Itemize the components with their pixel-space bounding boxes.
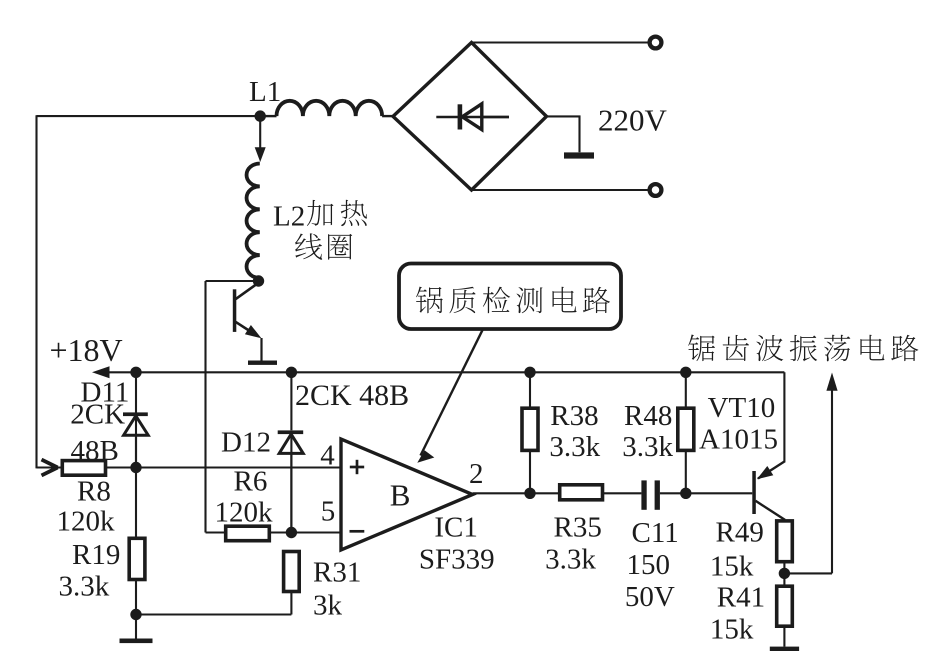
- svg-text:R8: R8: [77, 476, 111, 508]
- svg-text:2CK: 2CK: [70, 399, 125, 431]
- svg-text:3.3k: 3.3k: [549, 431, 600, 463]
- svg-text:3.3k: 3.3k: [59, 571, 110, 603]
- svg-text:+18V: +18V: [50, 332, 123, 368]
- svg-text:R48: R48: [624, 400, 672, 432]
- svg-text:R41: R41: [717, 582, 765, 614]
- svg-text:R38: R38: [550, 400, 598, 432]
- svg-text:D12: D12: [221, 426, 271, 458]
- svg-text:3.3k: 3.3k: [545, 544, 596, 576]
- svg-text:C11: C11: [632, 517, 679, 549]
- svg-text:B: B: [390, 478, 411, 513]
- svg-text:IC1: IC1: [434, 512, 478, 544]
- svg-text:220V: 220V: [598, 103, 668, 138]
- svg-text:15k: 15k: [710, 551, 754, 583]
- svg-text:3.3k: 3.3k: [622, 431, 673, 463]
- svg-text:R35: R35: [554, 511, 602, 543]
- svg-text:48B: 48B: [71, 435, 119, 467]
- svg-text:R31: R31: [313, 557, 361, 589]
- svg-text:A1015: A1015: [699, 424, 778, 456]
- svg-text:D11: D11: [81, 377, 130, 409]
- svg-text:150: 150: [627, 549, 671, 581]
- svg-text:4: 4: [320, 440, 335, 472]
- svg-text:15k: 15k: [710, 614, 754, 646]
- svg-text:5: 5: [321, 495, 336, 527]
- svg-text:3k: 3k: [313, 590, 343, 622]
- svg-text:L2: L2: [273, 201, 305, 233]
- svg-text:VT10: VT10: [708, 392, 776, 424]
- svg-text:L1: L1: [249, 76, 281, 108]
- svg-text:R19: R19: [72, 539, 120, 571]
- svg-text:R6: R6: [234, 465, 268, 497]
- svg-text:50V: 50V: [625, 581, 675, 613]
- svg-text:2: 2: [469, 458, 484, 490]
- svg-text:2CK 48B: 2CK 48B: [295, 379, 409, 412]
- svg-text:SF339: SF339: [419, 544, 495, 576]
- svg-text:R49: R49: [716, 517, 764, 549]
- svg-text:120k: 120k: [215, 497, 274, 529]
- svg-text:120k: 120k: [57, 506, 116, 538]
